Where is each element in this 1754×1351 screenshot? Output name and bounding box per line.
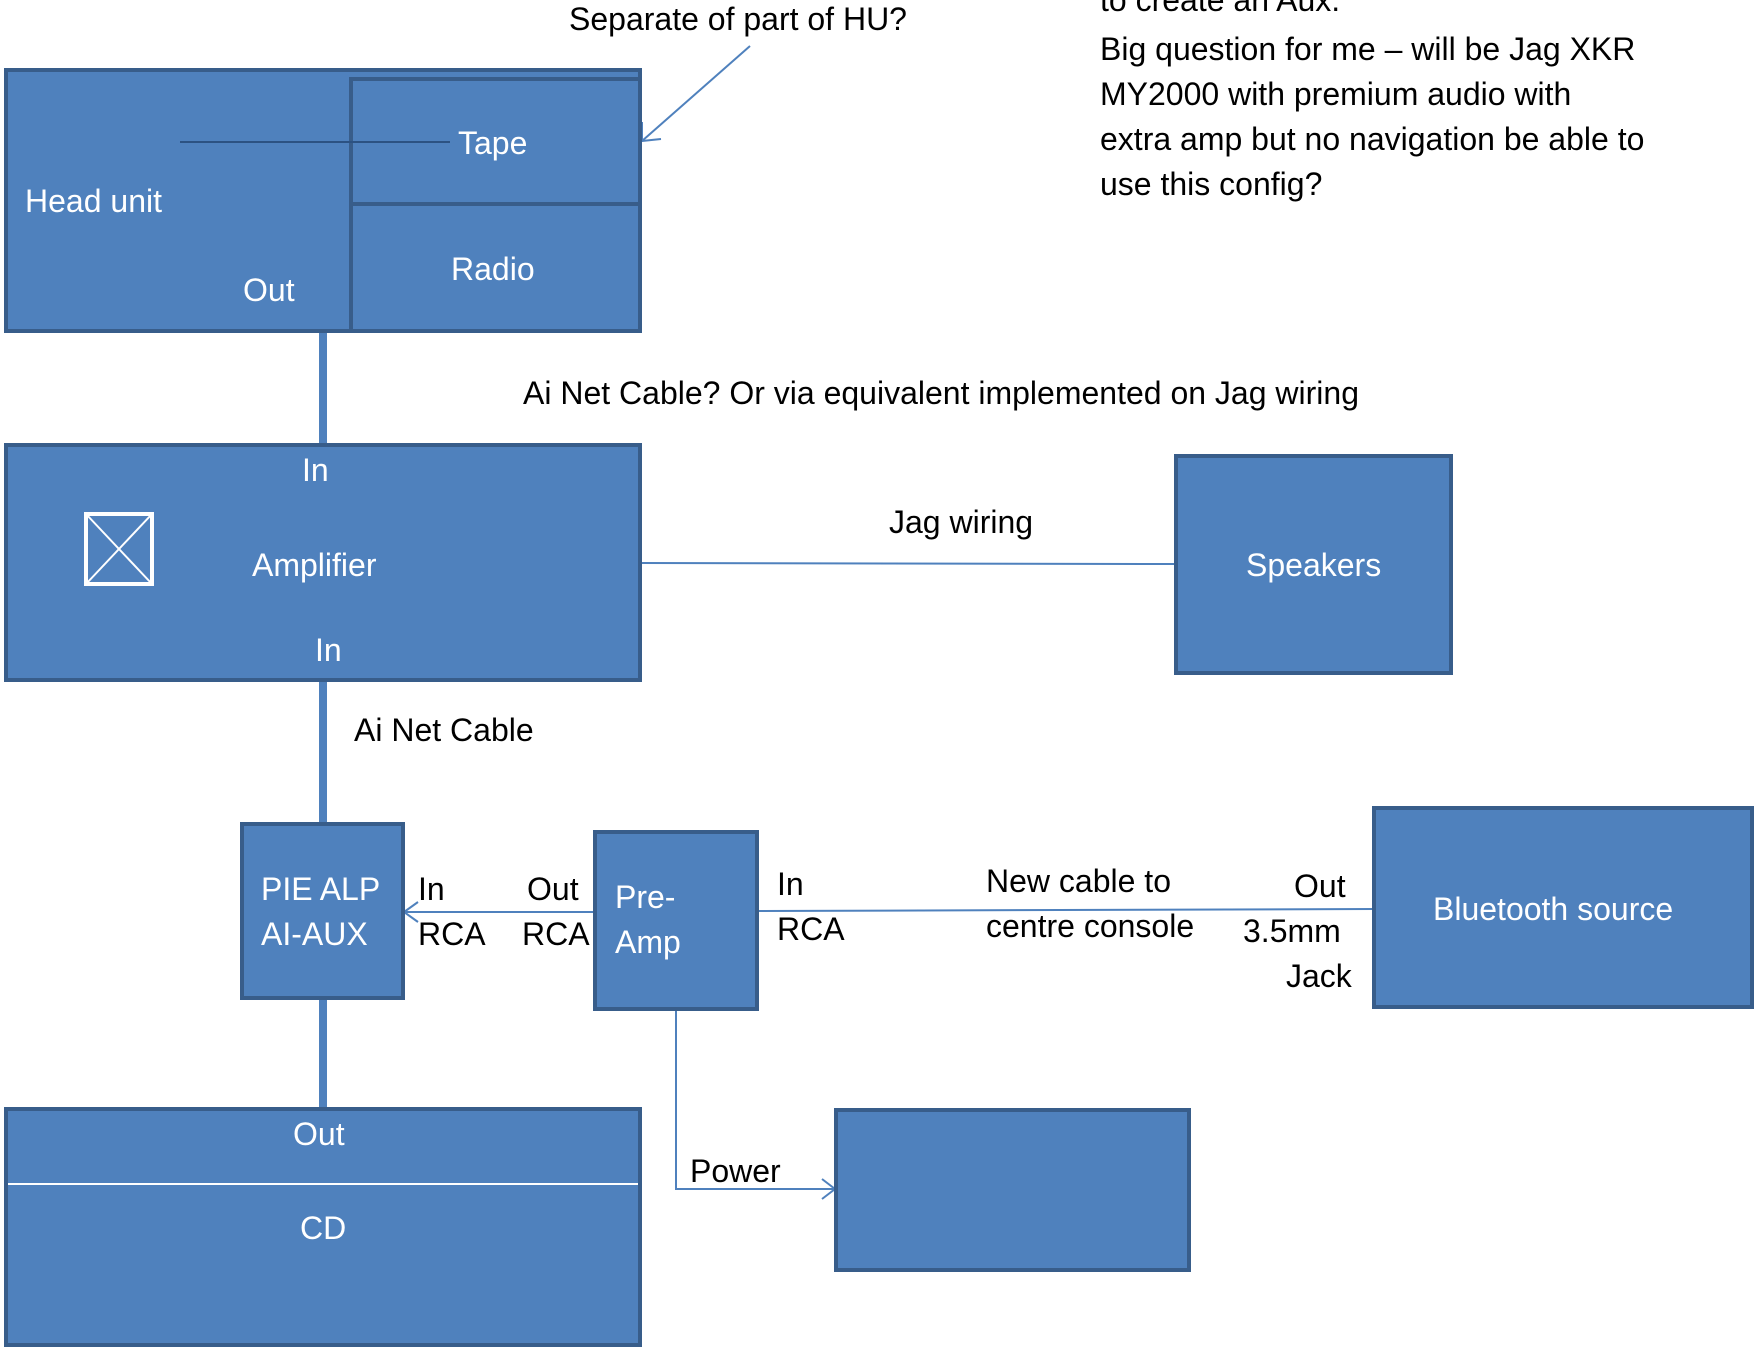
bt-to-preamp-wire [756,908,1376,912]
callout-arrowhead [641,122,662,143]
preamp-in-rca-label: RCA [777,911,845,947]
cd-box [4,1107,642,1347]
preamp-out-label: Out [527,871,579,907]
callout-arrow-line [641,45,751,142]
bt-out-label: Out [1294,868,1346,904]
amplifier-label: Amplifier [252,547,377,583]
note-line-1: to create an Aux. [1100,0,1341,18]
ai-net-cable-label: Ai Net Cable [354,712,534,748]
note-line-2: Big question for me – will be Jag XKR [1100,31,1636,67]
note-line-4: extra amp but no navigation be able to [1100,121,1645,157]
preamp-out-rca-label: RCA [522,916,590,952]
bluetooth-source-box [1372,806,1754,1009]
pie-alp-box [240,822,405,1000]
tape-label: Tape [458,125,528,161]
pie-in-rca-label: RCA [418,916,486,952]
radio-box [349,202,642,333]
cd-divider [8,1183,638,1185]
power-target-box [834,1108,1191,1272]
amplifier-in-top-label: In [302,452,329,488]
amplifier-box [4,443,642,682]
preamp-in-label: In [777,866,804,902]
pie-alp-line-1: PIE ALP [261,871,381,907]
speakers-box [1174,454,1453,675]
pie-alp-line-2: AI-AUX [261,916,368,952]
jag-wiring-label: Jag wiring [889,504,1034,540]
cd-label: CD [300,1210,347,1246]
amplifier-in-bottom-label: In [315,632,342,668]
tape-lead-line [180,141,450,143]
bt-jack-size-label: 3.5mm [1243,913,1341,949]
bluetooth-source-label: Bluetooth source [1433,891,1674,927]
note-line-3: MY2000 with premium audio with [1100,76,1572,112]
bt-jack-label: Jack [1286,958,1352,994]
separate-question-label: Separate of part of HU? [569,1,907,37]
new-cable-line-2: centre console [986,908,1195,944]
ai-net-question-label: Ai Net Cable? Or via equivalent implemen… [523,375,1359,411]
preamp-line-1: Pre- [615,879,676,915]
cd-out-label: Out [293,1116,345,1152]
amp-to-speakers-wire [639,562,1177,565]
blocked-icon [84,512,154,586]
pie-in-label: In [418,871,445,907]
preamp-line-2: Amp [615,924,681,960]
power-label: Power [690,1153,781,1189]
new-cable-line-1: New cable to [986,863,1171,899]
note-line-5: use this config? [1100,166,1323,202]
preamp-box [593,830,759,1011]
power-wire [675,1004,835,1190]
speakers-label: Speakers [1246,547,1382,583]
head-unit-out-label: Out [243,272,295,308]
head-unit-label: Head unit [25,183,162,219]
radio-label: Radio [451,251,535,287]
